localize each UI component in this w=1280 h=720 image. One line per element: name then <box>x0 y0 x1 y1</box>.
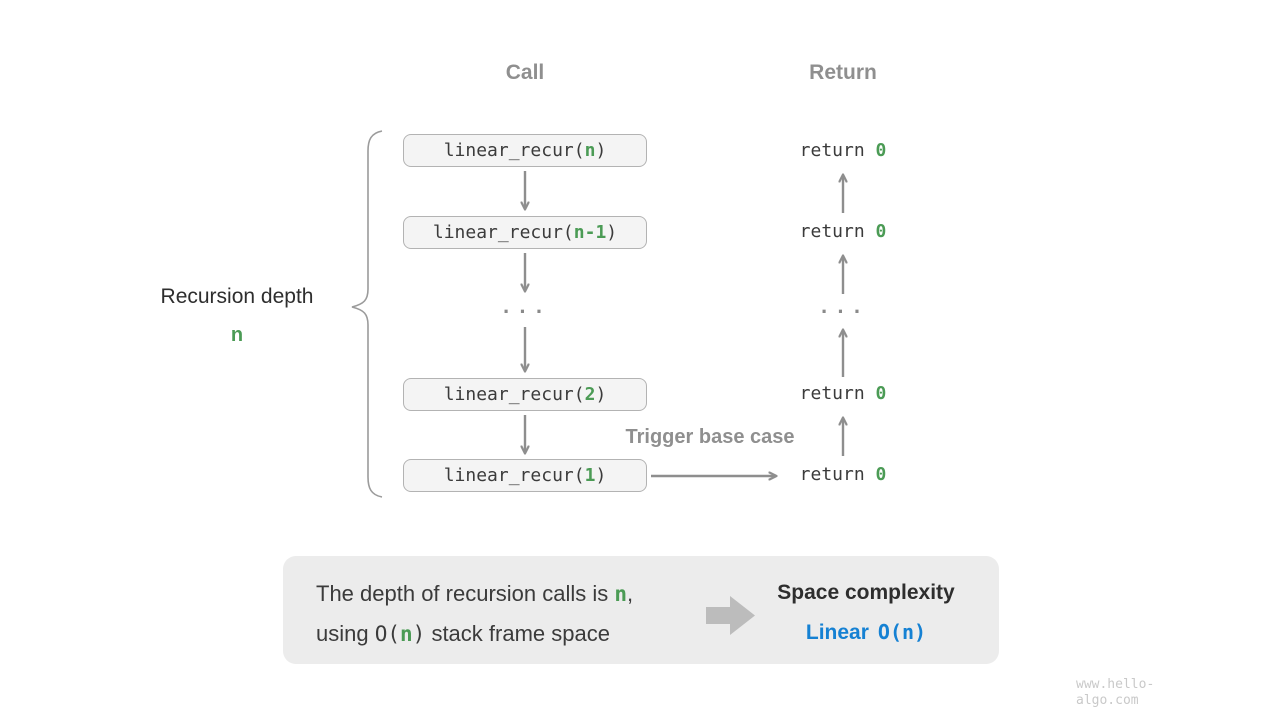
call-frame-n: linear_recur(n) <box>403 134 647 167</box>
summary-line-1: The depth of recursion calls is n, <box>316 574 716 614</box>
summary-line2-code-close: ) <box>412 622 426 646</box>
return-row: return 0 <box>763 139 923 163</box>
summary-line1-text: The depth of recursion calls is <box>316 581 615 606</box>
call-frame-n-1: linear_recur(n-1) <box>403 216 647 249</box>
trigger-base-case-label: Trigger base case <box>625 426 795 448</box>
summary-box <box>283 556 999 664</box>
summary-line1-highlight: n <box>614 582 628 606</box>
return-value: 0 <box>875 464 887 485</box>
return-row: return 0 <box>763 220 923 244</box>
code-text: ) <box>595 140 607 161</box>
code-arg: 2 <box>584 384 596 405</box>
call-ellipsis: ... <box>500 296 550 318</box>
summary-line-2: using O(n) stack frame space <box>316 614 716 654</box>
return-keyword: return <box>799 221 876 242</box>
code-text: ) <box>595 384 607 405</box>
summary-line2-highlight: n <box>400 622 413 646</box>
code-text: linear_recur( <box>443 384 585 405</box>
return-row: return 0 <box>763 382 923 406</box>
summary-line2-code-open: O( <box>374 622 401 646</box>
recursion-depth-label: Recursion depth <box>160 285 314 308</box>
code-text: ) <box>606 222 618 243</box>
code-text: linear_recur( <box>432 222 574 243</box>
code-text: linear_recur( <box>443 140 585 161</box>
code-arg: 1 <box>584 465 596 486</box>
space-complexity-value: Linear O(n) <box>756 618 976 646</box>
summary-text: The depth of recursion calls is n, using… <box>316 574 716 654</box>
complexity-class-label: Linear <box>805 621 869 644</box>
return-value: 0 <box>875 383 887 404</box>
code-text: linear_recur( <box>443 465 585 486</box>
summary-line2-prefix: using <box>316 621 375 646</box>
summary-line1-suffix: , <box>627 581 634 606</box>
complexity-notation: O(n) <box>877 620 927 644</box>
code-text: ) <box>595 465 607 486</box>
call-column-header: Call <box>505 61 545 84</box>
return-keyword: return <box>799 464 876 485</box>
watermark: www.hello-algo.com <box>1076 677 1155 708</box>
return-value: 0 <box>875 221 887 242</box>
call-frame-2: linear_recur(2) <box>403 378 647 411</box>
call-frame-1: linear_recur(1) <box>403 459 647 492</box>
return-keyword: return <box>799 383 876 404</box>
code-arg: n <box>584 140 596 161</box>
recursion-depth-value: n <box>230 324 244 346</box>
recursion-depth-brace <box>351 130 383 498</box>
return-row: return 0 <box>763 463 923 487</box>
return-column-header: Return <box>809 61 877 84</box>
return-ellipsis: ... <box>818 296 868 318</box>
return-keyword: return <box>799 140 876 161</box>
summary-line2-suffix: stack frame space <box>425 621 610 646</box>
return-value: 0 <box>875 140 887 161</box>
space-complexity-title: Space complexity <box>777 581 955 604</box>
code-arg: n-1 <box>573 222 607 243</box>
